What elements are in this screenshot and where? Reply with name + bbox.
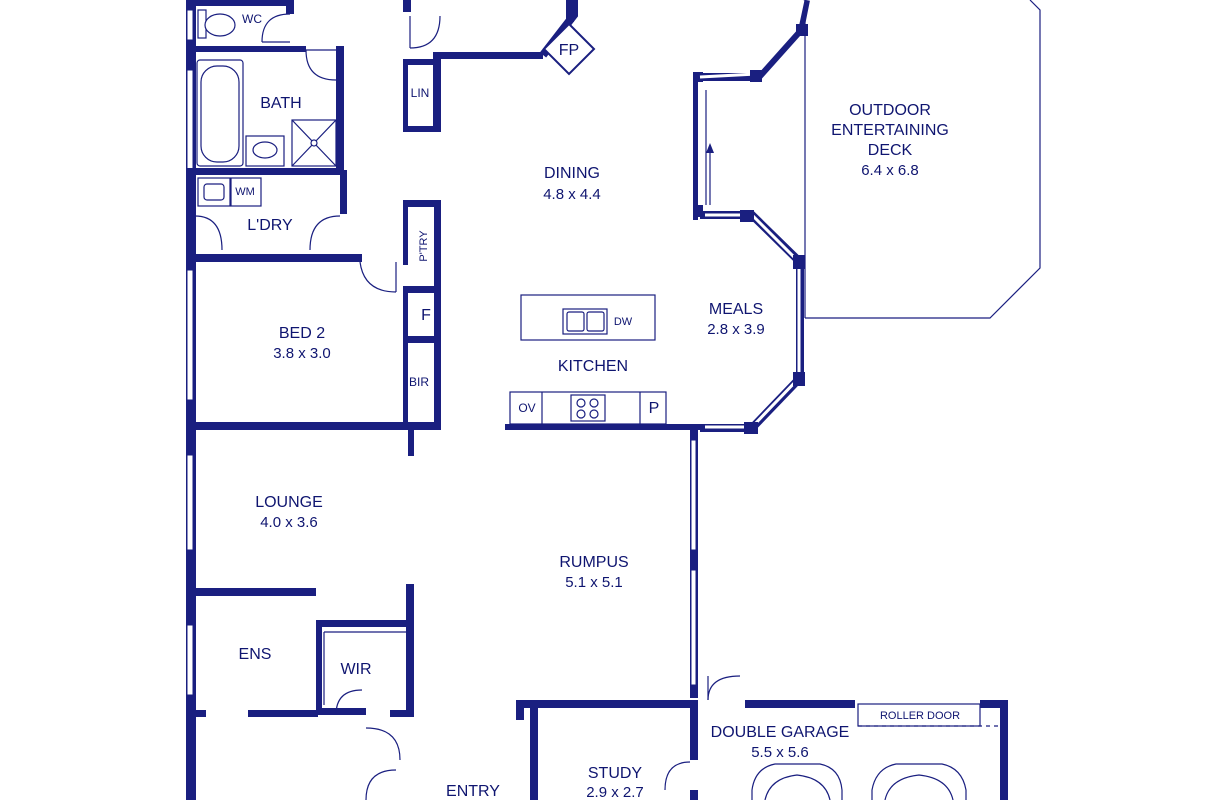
labels: WC BATH WM L'DRY LIN FP P'TRY F BIR DINI… [235, 12, 960, 800]
lounge-label: LOUNGE [255, 494, 323, 511]
kitchen-label: KITCHEN [558, 358, 628, 375]
car-icon [751, 763, 843, 800]
oven-label: OV [518, 401, 535, 415]
deck-dims: 6.4 x 6.8 [861, 162, 919, 179]
cooktop-icon [570, 394, 606, 422]
ens-label: ENS [239, 646, 272, 663]
bed2-dims: 3.8 x 3.0 [273, 345, 331, 362]
washing-machine-icon [230, 177, 262, 207]
entry-label: ENTRY [446, 783, 500, 800]
rumpus-dims: 5.1 x 5.1 [565, 574, 623, 591]
bed2-door [359, 261, 397, 293]
meals-label: MEALS [709, 301, 763, 318]
bay-windows [539, 0, 810, 434]
bath-label: BATH [260, 95, 301, 112]
entry-door-left [365, 727, 401, 761]
roller-door-label: ROLLER DOOR [880, 710, 960, 722]
pantry-label: P'TRY [418, 230, 430, 262]
meals-dims: 2.8 x 3.9 [707, 321, 765, 338]
linen-label: LIN [411, 86, 430, 100]
garage-door [707, 675, 741, 701]
fireplace-icon [542, 22, 596, 76]
kitchen-p-label: P [649, 400, 660, 417]
garage-dims: 5.5 x 5.6 [751, 744, 809, 761]
rumpus-label: RUMPUS [559, 554, 628, 571]
doors [194, 13, 741, 800]
wm-label: WM [235, 186, 255, 198]
garage-label: DOUBLE GARAGE [711, 724, 850, 741]
wc-label: WC [242, 12, 262, 26]
hall-door [409, 15, 441, 49]
fridge-label: F [421, 307, 431, 324]
deck-outline [804, 0, 1041, 319]
laundry-door-left [194, 215, 223, 251]
deck-label-3: DECK [868, 142, 913, 159]
fixtures [196, 9, 1000, 800]
bath-door [305, 49, 337, 81]
laundry-label: L'DRY [247, 217, 293, 234]
entry-door-left-2 [365, 769, 397, 800]
bed2-label: BED 2 [279, 325, 325, 342]
car-icon-2 [871, 763, 967, 800]
study-door [664, 761, 691, 791]
walls [186, 0, 1008, 800]
study-label: STUDY [588, 765, 643, 782]
toilet-bowl-icon [204, 13, 236, 37]
deck-label-1: OUTDOOR [849, 102, 931, 119]
laundry-door-right [309, 215, 341, 251]
wir-door [335, 689, 363, 716]
dining-label: DINING [544, 165, 600, 182]
study-dims: 2.9 x 2.7 [586, 784, 644, 800]
lounge-dims: 4.0 x 3.6 [260, 514, 318, 531]
wc-door [261, 13, 291, 43]
roller-door [857, 703, 981, 727]
fireplace-label: FP [559, 42, 579, 59]
dishwasher-label: DW [614, 316, 633, 328]
dining-dims: 4.8 x 4.4 [543, 186, 601, 203]
deck-label-2: ENTERTAINING [831, 122, 949, 139]
wir-label: WIR [340, 661, 371, 678]
bir-label: BIR [409, 375, 429, 389]
